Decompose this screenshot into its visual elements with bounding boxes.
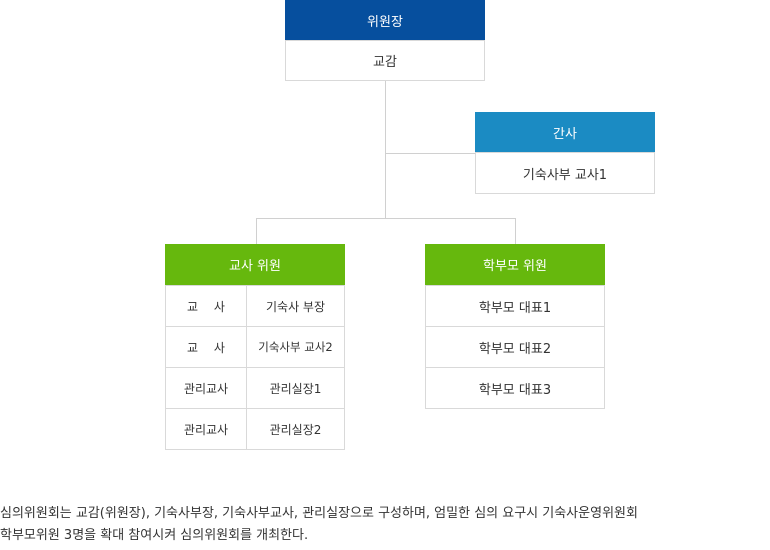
teacher-member-cell: 기숙사 부장	[246, 285, 345, 327]
teacher-committee: 교사 위원 교 사 기숙사 부장 교 사 기숙사부 교사2 관리교사 관리실장1…	[165, 244, 345, 450]
connector-parent-drop	[515, 218, 516, 244]
teacher-member-cell: 기숙사부 교사2	[246, 326, 345, 368]
secretary-member: 기숙사부 교사1	[475, 152, 655, 194]
connector-secretary	[385, 153, 475, 154]
description-line-1: 심의위원회는 교감(위원장), 기숙사부장, 기숙사부교사, 관리실장으로 구성…	[0, 506, 638, 521]
description-text: 심의위원회는 교감(위원장), 기숙사부장, 기숙사부교사, 관리실장으로 구성…	[0, 503, 770, 547]
teacher-member-cell: 관리실장1	[246, 367, 345, 409]
connector-branch-horizontal	[256, 218, 516, 219]
connector-chair-trunk	[385, 81, 386, 218]
description-line-2: 학부모위원 3명을 확대 참여시켜 심의위원회를 개최한다.	[0, 528, 309, 543]
secretary-box: 간사 기숙사부 교사1	[475, 112, 655, 194]
parent-committee-title: 학부모 위원	[425, 244, 605, 285]
parent-member-cell: 학부모 대표3	[425, 367, 605, 409]
chair-member: 교감	[285, 40, 485, 81]
chair-box: 위원장 교감	[285, 0, 485, 81]
teacher-role-cell: 교 사	[165, 285, 247, 327]
chair-title: 위원장	[285, 0, 485, 40]
parent-member-cell: 학부모 대표2	[425, 326, 605, 368]
parent-member-cell: 학부모 대표1	[425, 285, 605, 327]
secretary-title: 간사	[475, 112, 655, 152]
connector-teacher-drop	[256, 218, 257, 244]
parent-committee: 학부모 위원 학부모 대표1 학부모 대표2 학부모 대표3	[425, 244, 605, 409]
teacher-member-cell: 관리실장2	[246, 408, 345, 450]
teacher-role-cell: 관리교사	[165, 367, 247, 409]
teacher-role-cell: 관리교사	[165, 408, 247, 450]
teacher-role-cell: 교 사	[165, 326, 247, 368]
teacher-committee-title: 교사 위원	[165, 244, 345, 285]
